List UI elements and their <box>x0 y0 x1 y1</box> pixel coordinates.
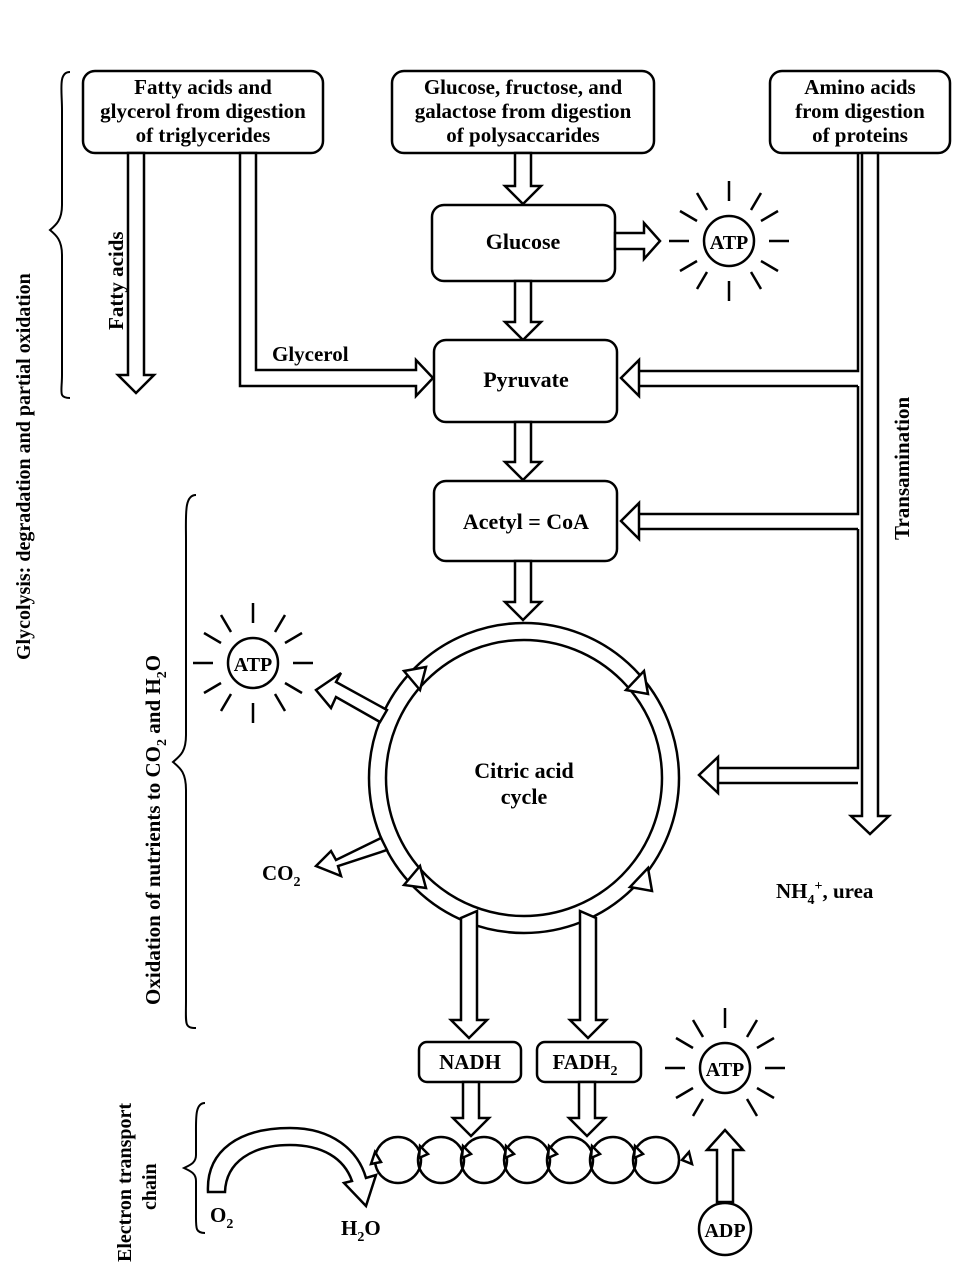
svg-text:Citric acid: Citric acid <box>474 758 574 783</box>
oxidation-label: Oxidation of nutrients to CO2 and H2O <box>141 655 170 1005</box>
glycolysis-label: Glycolysis: degradation and partial oxid… <box>13 273 35 660</box>
cycle-to-co2-arrow <box>313 836 389 879</box>
transamination-label: Transamination <box>890 397 914 540</box>
cycle-to-nadh-arrow <box>447 909 491 1040</box>
atp-label: ATP <box>710 232 749 254</box>
glycerol-arrow: Glycerol <box>238 151 435 400</box>
adp-circle: ADP <box>697 1201 753 1257</box>
citric-acid-cycle: Citric acid cycle <box>367 621 681 935</box>
glycerol-label: Glycerol <box>272 342 349 366</box>
fadh2-box: FADH2 <box>535 1040 643 1084</box>
glucose-box: Glucose <box>430 203 617 283</box>
svg-text:Pyruvate: Pyruvate <box>483 367 569 392</box>
amino-acids-source-box: Amino acids from digestion of proteins <box>768 69 952 155</box>
transamination-arrow <box>847 151 893 836</box>
svg-text:from digestion: from digestion <box>795 99 925 123</box>
fatty-acids-label: Fatty acids <box>104 231 128 330</box>
svg-text:Acetyl = CoA: Acetyl = CoA <box>463 509 589 534</box>
adp-to-atp-arrow <box>704 1128 746 1204</box>
glucose-to-atp-arrow <box>613 219 662 263</box>
nadh-to-chain-arrow <box>449 1080 493 1138</box>
svg-text:glycerol from digestion: glycerol from digestion <box>100 99 306 123</box>
svg-text:NADH: NADH <box>439 1050 501 1074</box>
svg-text:ADP: ADP <box>704 1220 745 1242</box>
fatty-acids-arrow: Fatty acids <box>104 151 158 395</box>
etc-section: Electron transport chain <box>114 1102 206 1262</box>
sugars-source-box: Glucose, fructose, and galactose from di… <box>390 69 656 155</box>
acetyl-coa-box: Acetyl = CoA <box>432 479 619 563</box>
acetyl-to-cycle-arrow <box>501 559 545 622</box>
svg-text:of triglycerides: of triglycerides <box>136 123 271 147</box>
atp-sun-cycle: ATP <box>193 603 313 723</box>
fadh2-to-chain-arrow <box>565 1080 609 1138</box>
h2o-label: H2O <box>341 1216 381 1245</box>
glucose-to-pyruvate-arrow <box>501 279 545 342</box>
svg-text:of polysaccarides: of polysaccarides <box>446 123 599 147</box>
electron-transport-chain <box>373 1135 681 1185</box>
svg-text:Amino acids: Amino acids <box>804 75 915 99</box>
o2-label: O2 <box>210 1203 233 1232</box>
fatty-acids-source-box: Fatty acids and glycerol from digestion … <box>81 69 325 155</box>
etc-label-line1: Electron transport <box>114 1103 136 1262</box>
chain-direction-arrows <box>369 1143 694 1167</box>
svg-text:FADH2: FADH2 <box>553 1050 618 1079</box>
oxidation-section: Oxidation of nutrients to CO2 and H2O <box>141 494 197 1029</box>
co2-label: CO2 <box>262 861 301 890</box>
pyruvate-box: Pyruvate <box>432 338 619 424</box>
svg-text:Glucose, fructose, and: Glucose, fructose, and <box>424 75 623 99</box>
cycle-to-atp-arrow <box>314 671 389 724</box>
nh4-urea-label: NH4+, urea <box>776 879 874 908</box>
nadh-box: NADH <box>417 1040 523 1084</box>
svg-text:Glucose: Glucose <box>486 229 561 254</box>
pyruvate-to-acetyl-arrow <box>501 420 545 482</box>
svg-text:of proteins: of proteins <box>812 123 908 147</box>
svg-text:Fatty acids and: Fatty acids and <box>134 75 272 99</box>
svg-text:cycle: cycle <box>501 784 548 809</box>
atp-sun-chain: ATP <box>665 1008 785 1117</box>
oxygen-to-water-arrow <box>206 1126 378 1209</box>
sugars-to-glucose-arrow <box>501 151 545 206</box>
glycolysis-section: Glycolysis: degradation and partial oxid… <box>13 71 71 660</box>
amino-acid-pathways: Transamination <box>619 151 914 836</box>
atp-sun-glucose: ATP <box>669 181 789 301</box>
cycle-to-fadh2-arrow <box>566 909 610 1040</box>
svg-text:galactose from digestion: galactose from digestion <box>415 99 632 123</box>
atp-label: ATP <box>234 654 273 676</box>
atp-label: ATP <box>706 1059 745 1081</box>
etc-label-line2: chain <box>139 1163 161 1210</box>
